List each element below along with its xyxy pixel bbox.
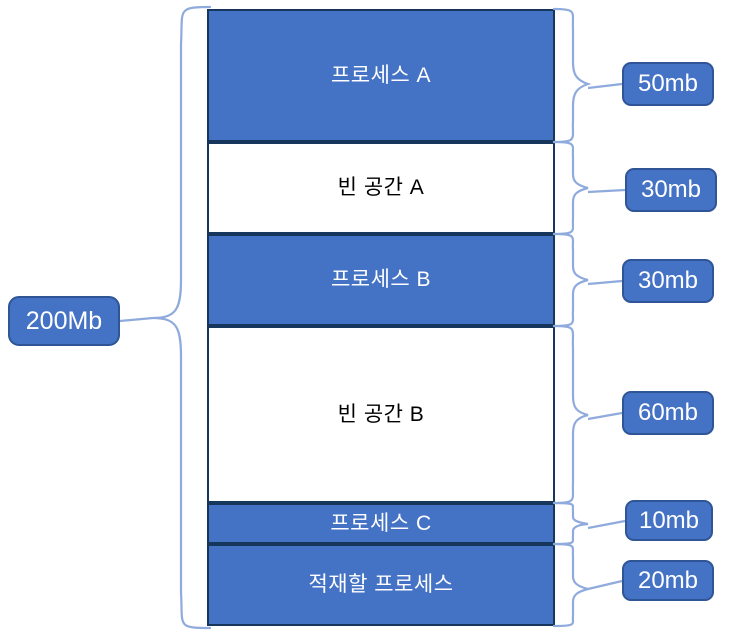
total-memory-callout: 200Mb — [8, 296, 120, 346]
size-callout-label: 20mb — [637, 566, 699, 594]
size-callout-process-b: 30mb — [622, 259, 714, 303]
size-callout-label: 30mb — [637, 267, 699, 294]
connector-total — [119, 316, 154, 323]
brace-free-a — [552, 140, 589, 236]
memory-block-label: 프로세스 C — [330, 511, 432, 535]
brace-process-new — [552, 542, 589, 628]
memory-block-label: 프로세스 A — [330, 63, 432, 87]
memory-block-process-a: 프로세스 A — [207, 9, 555, 142]
memory-block-process-new: 적재할 프로세스 — [207, 544, 555, 626]
left-total-brace — [152, 5, 212, 630]
size-callout-label: 60mb — [637, 399, 699, 426]
right-brace-group — [552, 7, 592, 628]
size-callout-free-b: 60mb — [622, 391, 714, 435]
memory-block-process-b: 프로세스 B — [207, 234, 555, 326]
brace-process-a — [552, 7, 592, 144]
memory-column: 프로세스 A 빈 공간 A 프로세스 B 빈 공간 B 프로세스 C 적재할 프… — [207, 9, 555, 626]
memory-block-label: 빈 공간 A — [337, 176, 425, 200]
brace-process-b — [552, 232, 589, 328]
size-callout-process-new: 20mb — [622, 560, 714, 601]
size-callout-process-c: 10mb — [625, 500, 713, 541]
size-callout-free-a: 30mb — [625, 168, 717, 212]
memory-block-label: 빈 공간 B — [337, 402, 425, 426]
memory-block-free-a: 빈 공간 A — [207, 142, 555, 234]
memory-block-label: 프로세스 B — [330, 268, 432, 292]
brace-free-b — [552, 324, 589, 505]
size-callout-label: 50mb — [637, 70, 699, 97]
memory-block-process-c: 프로세스 C — [207, 503, 555, 544]
size-callout-label: 30mb — [640, 176, 702, 203]
brace-process-c — [552, 501, 589, 546]
memory-block-label: 적재할 프로세스 — [308, 573, 454, 597]
memory-block-free-b: 빈 공간 B — [207, 326, 555, 503]
size-callout-process-a: 50mb — [622, 62, 714, 106]
total-memory-label: 200Mb — [25, 306, 103, 335]
size-callout-label: 10mb — [638, 506, 700, 534]
